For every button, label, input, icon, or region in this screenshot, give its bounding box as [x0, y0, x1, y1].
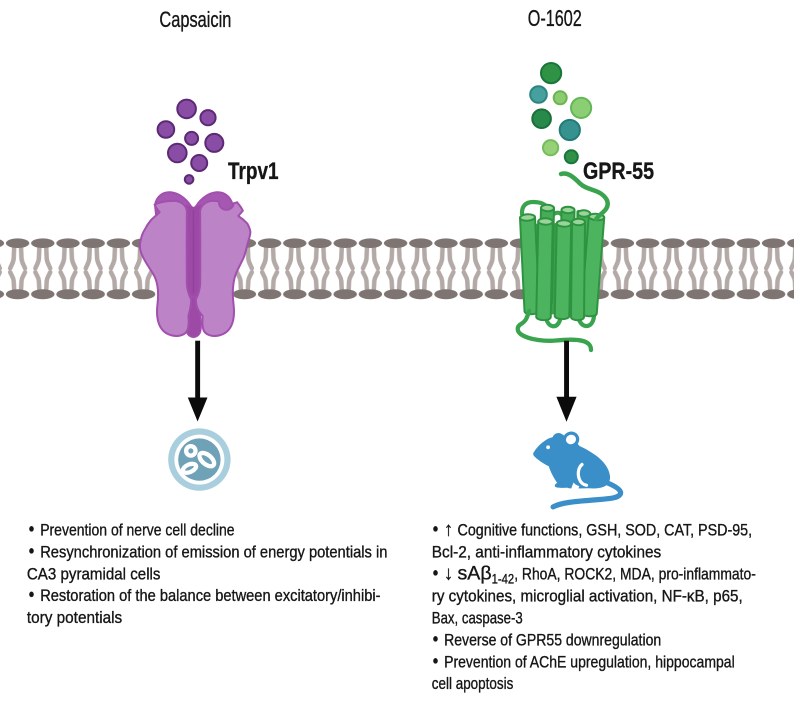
svg-text:•: • — [29, 520, 35, 541]
svg-text:1-42: 1-42 — [492, 572, 515, 587]
svg-text:↓: ↓ — [444, 563, 454, 585]
svg-text:•: • — [29, 541, 35, 562]
svg-text:Reverse of GPR55 downregulatio: Reverse of GPR55 downregulation — [444, 630, 661, 649]
svg-text:Trpv1: Trpv1 — [228, 158, 279, 185]
svg-text:•: • — [433, 651, 439, 672]
svg-text:↑: ↑ — [444, 519, 454, 541]
svg-text:Prevention of nerve cell decli: Prevention of nerve cell decline — [40, 521, 234, 540]
svg-text:cell apoptosis: cell apoptosis — [432, 674, 514, 693]
svg-text:tory potentials: tory potentials — [27, 608, 122, 627]
svg-text:Bax, caspase-3: Bax, caspase-3 — [432, 608, 523, 627]
svg-text:GPR-55: GPR-55 — [583, 158, 654, 185]
svg-text:ry cytokines, microglial activ: ry cytokines, microglial activation, NF-… — [432, 587, 743, 606]
svg-text:CA3 pyramidal cells: CA3 pyramidal cells — [27, 564, 161, 583]
svg-text:•: • — [433, 520, 439, 541]
svg-text:sAβ: sAβ — [458, 564, 492, 585]
svg-text:•: • — [29, 585, 35, 606]
svg-text:Resynchronization of emission: Resynchronization of emission of energy … — [40, 542, 387, 561]
svg-text:Bcl-2, anti-inflammatory cytok: Bcl-2, anti-inflammatory cytokines — [432, 543, 661, 562]
svg-text:Cognitive functions, GSH, SOD,: Cognitive functions, GSH, SOD, CAT, PSD-… — [458, 521, 753, 540]
svg-text:Prevention of AChE upregulatio: Prevention of AChE upregulation, hippoca… — [444, 652, 735, 671]
svg-text:•: • — [433, 564, 439, 585]
svg-text:O-1602: O-1602 — [528, 5, 582, 31]
svg-text:, RhoA, ROCK2, MDA, pro-inflam: , RhoA, ROCK2, MDA, pro-inflammato- — [514, 565, 756, 584]
svg-text:Capsaicin: Capsaicin — [159, 7, 231, 32]
svg-text:Restoration of the balance bet: Restoration of the balance between excit… — [40, 586, 380, 605]
svg-text:•: • — [433, 629, 439, 650]
